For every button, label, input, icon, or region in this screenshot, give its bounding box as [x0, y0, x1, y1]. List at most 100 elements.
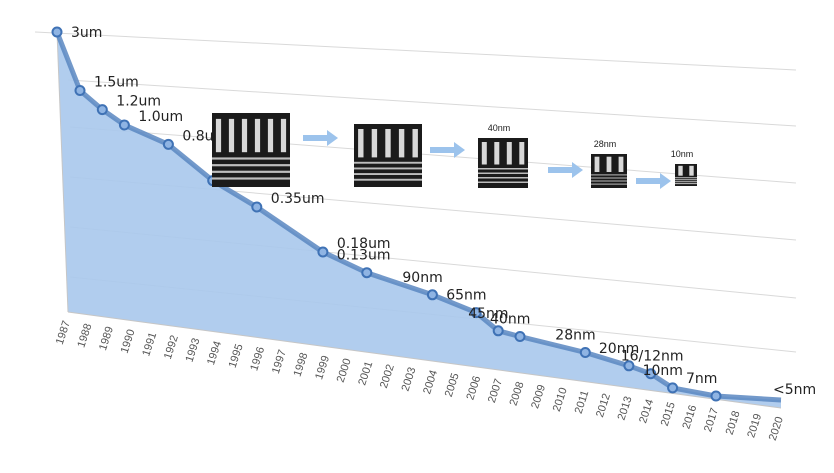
arrow-icon — [303, 130, 338, 146]
data-point — [470, 307, 482, 319]
x-tick-label: 1987 — [54, 319, 73, 346]
data-point — [317, 246, 329, 258]
x-tick-label: 2014 — [637, 398, 656, 425]
chip-pillar — [606, 156, 612, 172]
x-tick-label: 2004 — [421, 369, 440, 396]
x-tick-label: 1997 — [270, 348, 289, 375]
x-tick-label: 2003 — [400, 366, 419, 393]
data-point — [492, 325, 504, 337]
chip-image: 28nm — [591, 139, 627, 188]
data-point — [710, 390, 722, 402]
y-axis-line — [56, 31, 69, 313]
data-point — [361, 267, 373, 279]
data-labels: 3um1.5um1.2um1.0um0.8um0.5um0.35um0.18um… — [71, 25, 816, 398]
chip-layer — [591, 180, 627, 182]
chip-pillar — [267, 118, 274, 153]
data-label: 0.13um — [337, 248, 391, 264]
gridline — [34, 31, 797, 71]
data-label: 10nm — [643, 363, 683, 379]
chip-layer — [212, 177, 290, 180]
x-tick-label: 2015 — [659, 401, 678, 428]
x-tick-label: 2018 — [724, 409, 743, 436]
x-tick-label: 2008 — [508, 380, 527, 407]
data-label: 65nm — [446, 288, 486, 304]
x-tick-label: 1990 — [119, 328, 138, 355]
chip-background — [212, 113, 290, 187]
x-tick-label: 1989 — [97, 325, 116, 352]
x-tick-label: 2019 — [745, 412, 764, 439]
chip-layer — [675, 179, 697, 181]
data-label: 7nm — [686, 371, 717, 387]
data-point — [118, 119, 130, 131]
chip-pillar — [618, 156, 624, 172]
chip-layer — [675, 177, 697, 179]
x-tick-label: 2001 — [356, 360, 375, 387]
data-label: 20nm — [599, 341, 639, 357]
data-label: 16/12nm — [621, 349, 684, 365]
chip-layer — [354, 161, 422, 164]
x-tick-label: 2016 — [680, 404, 699, 431]
chip-layer — [478, 172, 528, 174]
x-tick-label: 2007 — [486, 377, 505, 404]
x-tick-label: 1994 — [205, 340, 224, 367]
gridline — [67, 79, 797, 127]
x-tick-label: 1992 — [162, 334, 181, 361]
chip-layer — [591, 174, 627, 176]
data-point — [667, 382, 679, 394]
data-label: <5nm — [773, 382, 816, 398]
chip-pillar — [385, 129, 391, 158]
data-point — [579, 347, 591, 358]
chip-pillar — [481, 142, 487, 165]
chip-layer — [675, 183, 697, 185]
data-point — [514, 331, 526, 342]
x-tick-label: 2000 — [335, 357, 354, 384]
arrow-icon — [548, 162, 583, 178]
chip-pillar — [371, 129, 378, 158]
data-point — [251, 201, 263, 213]
data-point — [162, 138, 174, 150]
x-tick-label: 1995 — [227, 342, 246, 369]
chip-image: 40nm — [478, 123, 528, 188]
x-tick-label: 2011 — [573, 389, 592, 415]
x-tick-label: 1993 — [184, 337, 203, 364]
chip-image — [212, 113, 290, 187]
x-tick-label: 1996 — [248, 345, 267, 372]
x-tick-label: 1998 — [292, 351, 311, 378]
x-tick-label: 1988 — [75, 322, 94, 349]
data-label: 1.0um — [138, 109, 183, 125]
chip-pillar — [358, 129, 364, 158]
chip-label: 28nm — [594, 139, 617, 149]
x-tick-label: 2002 — [378, 363, 397, 390]
chip-layer — [212, 170, 290, 173]
chip-layer — [354, 167, 422, 170]
data-label: 90nm — [402, 270, 442, 286]
chip-label: 10nm — [671, 149, 694, 159]
x-tick-label: 2006 — [464, 374, 483, 401]
data-label: 1.5um — [94, 75, 139, 91]
chip-pillar — [689, 165, 694, 176]
chip-pillar — [594, 156, 600, 172]
chip-layer — [354, 178, 422, 181]
chip-layer — [675, 181, 697, 183]
chip-inset: 40nm 28nm 10nm — [212, 113, 697, 189]
chip-pillar — [228, 118, 235, 153]
data-point — [96, 104, 108, 116]
chip-pillar — [506, 142, 512, 165]
chip-layer — [478, 177, 528, 179]
data-point — [74, 85, 86, 96]
chip-pillar — [398, 129, 405, 158]
chip-layer — [212, 164, 290, 167]
chip-image — [354, 124, 422, 187]
chip-layer — [478, 168, 528, 170]
chip-pillar — [280, 118, 287, 153]
chip-pillar — [254, 118, 261, 153]
data-label: 0.18um — [337, 236, 391, 252]
arrow-icon — [636, 173, 671, 189]
chip-pillar — [412, 129, 418, 158]
data-label: 0.35um — [271, 191, 325, 207]
x-tick-label: 2010 — [551, 386, 570, 413]
chip-layer — [478, 181, 528, 183]
chip-pillar — [519, 142, 525, 165]
chip-layer — [591, 177, 627, 179]
x-tick-label: 1991 — [140, 331, 159, 358]
